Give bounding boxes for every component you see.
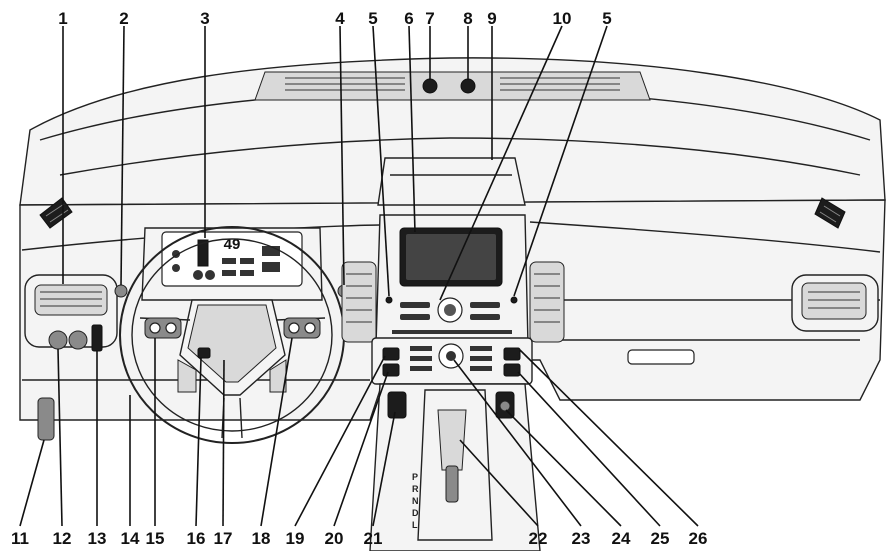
callout-24: 24 [612,529,631,548]
right-side-vent [814,197,846,229]
left-steering-controls[interactable] [144,317,182,339]
callout-6: 6 [404,9,413,28]
callout-22: 22 [529,529,548,548]
hood-release[interactable] [37,397,55,441]
callout-21: 21 [364,529,383,548]
cluster-speed-readout: 49 [224,236,241,253]
callout-2: 2 [119,9,128,28]
dashboard-top [19,57,886,206]
callout-10: 10 [553,9,572,28]
callout-1: 1 [58,9,67,28]
callout-23: 23 [572,529,591,548]
callout-25: 25 [651,529,670,548]
callout-8: 8 [463,9,472,28]
callout-12: 12 [53,529,72,548]
sensor-left [422,78,438,94]
hazard-button-left[interactable] [385,296,393,304]
gear-d: D [412,508,419,518]
gear-p: P [412,472,418,482]
shift-lever[interactable] [437,409,467,503]
dimmer-switch[interactable] [91,324,103,352]
callout-labels: 1 2 3 4 5 6 7 8 9 10 5 11 12 13 14 15 16… [11,9,707,548]
gear-r: R [412,484,419,494]
callout-4: 4 [335,9,345,28]
center-vent-right [529,261,565,343]
callout-20: 20 [325,529,344,548]
shift-pattern: P R N D L [412,472,419,530]
horn-pad[interactable] [197,347,211,359]
callout-19: 19 [286,529,305,548]
hazard-button-right[interactable] [510,296,518,304]
climate-controls[interactable] [371,337,533,385]
right-outboard-vent [791,274,879,332]
callout-18: 18 [252,529,271,548]
gear-l: L [412,520,418,530]
callout-14: 14 [121,529,140,548]
airbag-cover [187,304,277,383]
passenger-seat-heat-upper[interactable] [503,347,521,361]
gear-n: N [412,496,419,506]
callout-16: 16 [187,529,206,548]
leader-lines [19,25,699,527]
callout-15: 15 [146,529,165,548]
callout-26: 26 [689,529,708,548]
driver-seat-heat-lower[interactable] [382,363,400,377]
passenger-seat-heat-lower[interactable] [503,363,521,377]
exterior-lamp-controls[interactable] [48,324,103,352]
display-hood [377,157,526,206]
sensor-right [460,78,476,94]
steering-column [177,359,287,393]
callout-5-right: 5 [602,9,611,28]
steering-wheel[interactable] [119,226,345,444]
console-switch-left[interactable] [387,391,407,419]
callout-17: 17 [214,529,233,548]
center-vent-left [341,261,377,343]
center-stack [375,214,529,346]
turn-signal-lever[interactable] [114,284,128,298]
driver-seat-heat-upper[interactable] [382,347,400,361]
callout-9: 9 [487,9,496,28]
callout-3: 3 [200,9,209,28]
callout-5-left: 5 [368,9,377,28]
callout-11: 11 [11,529,29,548]
callout-7: 7 [425,9,434,28]
glovebox-handle[interactable] [627,349,695,365]
right-steering-controls[interactable] [283,317,321,339]
callout-13: 13 [88,529,107,548]
left-side-vent [39,197,73,229]
